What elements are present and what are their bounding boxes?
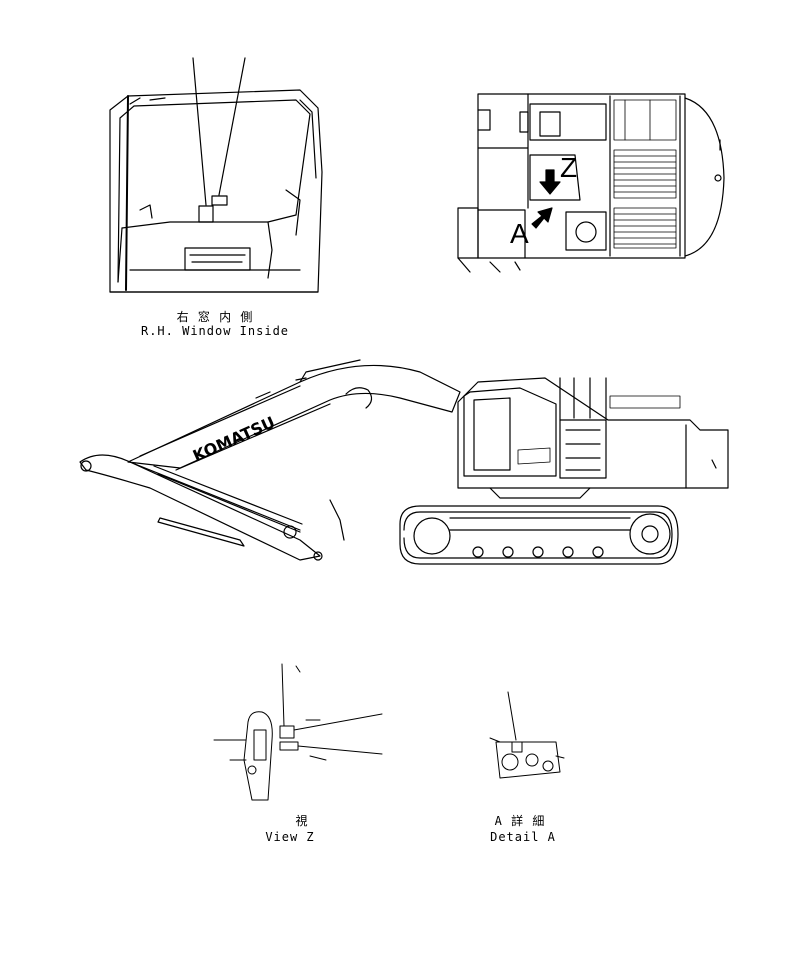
arm: [79, 454, 321, 561]
top-view-machine: [457, 93, 725, 273]
a-arrow: [531, 207, 553, 229]
label-plate-z2: [279, 741, 299, 751]
boom: [127, 364, 461, 469]
caption-window-jp: 右 窓 内 側: [176, 310, 254, 324]
caption-detail-jp: A 詳 細: [494, 814, 546, 828]
label-plate-z1: [279, 725, 295, 739]
z-arrow: [539, 169, 561, 195]
view-z-diagram: [213, 663, 383, 801]
leader-z3: [281, 663, 285, 727]
track: [399, 505, 679, 565]
label-plate-large: [198, 205, 214, 223]
leader-z1: [293, 713, 383, 731]
engine-grille: [613, 99, 677, 249]
callout-z: Z: [560, 152, 578, 183]
detail-a-diagram: [489, 691, 565, 779]
excavator-side-view: KOMATSU: [79, 359, 729, 565]
cab-window-view: [109, 57, 323, 293]
caption-view-jp: 視: [295, 814, 309, 828]
leader-line-1: [192, 57, 207, 206]
label-plate-small: [211, 195, 228, 206]
leader-line-2: [218, 57, 246, 196]
caption-detail-en: Detail A: [490, 830, 556, 844]
caption-view-en: View Z: [265, 830, 315, 844]
leader-a: [507, 691, 517, 741]
callout-a: A: [510, 218, 529, 249]
brand-lettering: KOMATSU: [190, 413, 278, 466]
leader-z2: [297, 745, 383, 755]
caption-window-en: R.H. Window Inside: [140, 324, 290, 338]
